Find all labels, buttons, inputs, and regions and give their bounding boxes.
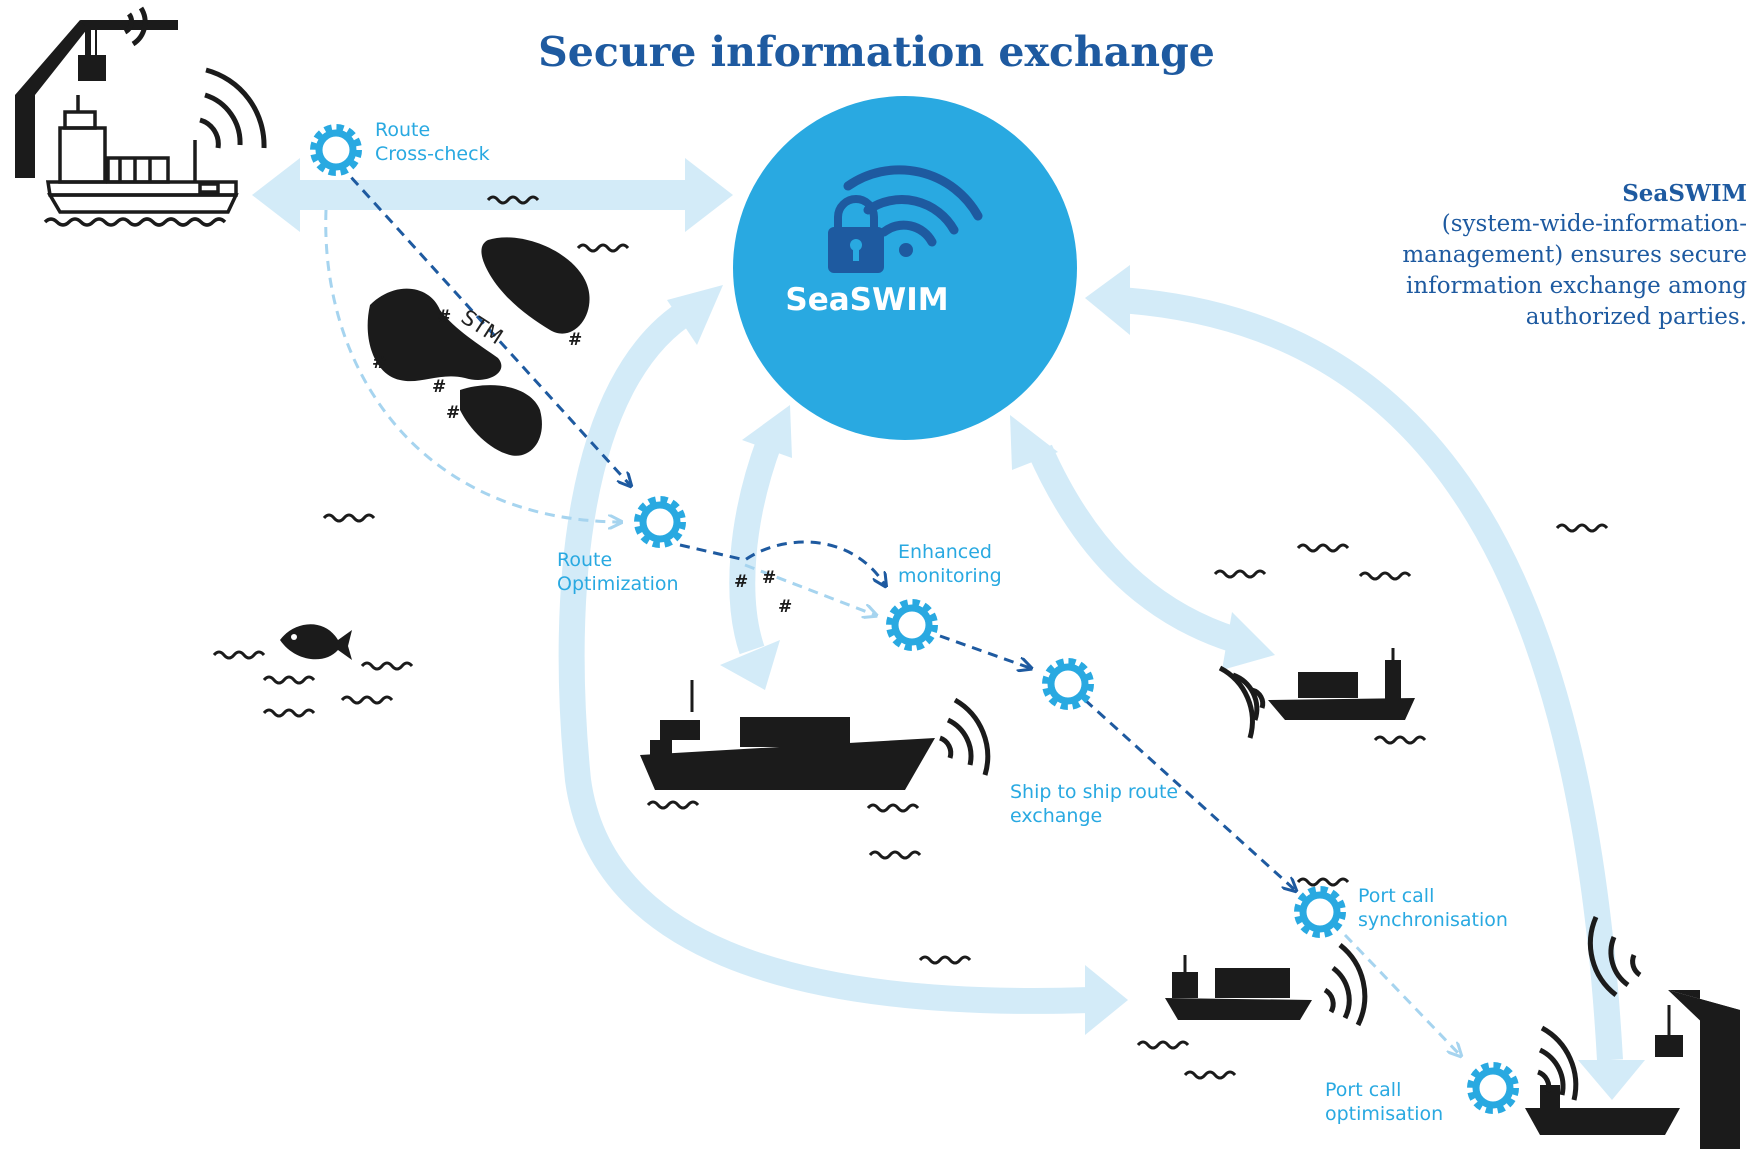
arrow-hub-port <box>1119 287 1623 1061</box>
ship-icon <box>43 95 239 227</box>
note-line: (system-wide-information- <box>1441 211 1747 237</box>
gear-icon <box>892 605 932 645</box>
arrowhead-loop-left-end <box>1085 965 1128 1035</box>
arrowhead-left <box>252 158 300 232</box>
arrow-hub-bigship <box>729 435 783 655</box>
label-line: Port call <box>1358 885 1435 907</box>
signal-icon <box>1323 943 1368 1027</box>
route-dash-light-2 <box>744 563 875 615</box>
label-line: Optimization <box>557 573 679 595</box>
label-line: exchange <box>1010 805 1103 827</box>
route-dash-4 <box>1083 698 1295 890</box>
gear-icon <box>640 502 680 542</box>
svg-text:#: # <box>734 572 748 592</box>
label-line: Port call <box>1325 1079 1402 1101</box>
arrowhead-bigship-bottom <box>720 640 780 690</box>
svg-text:#: # <box>372 353 386 373</box>
label-port-call-sync: Port call synchronisation <box>1358 884 1508 932</box>
svg-text:#: # <box>778 597 792 617</box>
signal-icon <box>123 6 267 149</box>
arrowhead-rightship-top <box>1010 415 1058 470</box>
gear-icon <box>1473 1068 1513 1108</box>
gear-icon <box>1048 664 1088 704</box>
signal-icon <box>1536 915 1642 1101</box>
label-line: monitoring <box>898 565 1002 587</box>
gear-icon <box>1300 892 1340 932</box>
arrowhead-loop-left-top <box>667 285 723 345</box>
signal-icon <box>1218 665 1266 739</box>
label-line: Route <box>557 549 613 571</box>
ship-icon <box>1165 955 1312 1020</box>
ship-icon <box>640 680 935 790</box>
svg-text:#: # <box>568 330 582 350</box>
note-line: information exchange among <box>1406 273 1747 299</box>
route-dash-2 <box>679 540 885 585</box>
route-dash-3 <box>939 634 1030 668</box>
label-route-crosscheck: Route Cross-check <box>375 118 490 166</box>
arrow-hub-loop-left <box>558 298 1091 1014</box>
exchange-arrows <box>252 158 1645 1100</box>
label-enhanced-monitoring: Enhanced monitoring <box>898 540 1002 588</box>
ship-icon <box>1268 648 1415 720</box>
lock-icon <box>828 195 884 273</box>
buoy-markers: ### ## ### <box>372 307 792 617</box>
island-icon <box>367 237 590 456</box>
label-line: Route <box>375 119 431 141</box>
hub-label: SeaSWIM <box>785 282 949 318</box>
arrowhead-rightship-bottom <box>1222 612 1275 670</box>
label-line: synchronisation <box>1358 909 1508 931</box>
page-title: Secure information exchange <box>538 28 1215 76</box>
route-lines <box>324 163 1460 1055</box>
svg-text:#: # <box>446 403 460 423</box>
arrowhead-bigship-top <box>742 405 792 458</box>
seaswim-hub <box>733 96 1077 440</box>
ship-icon <box>1525 1085 1680 1135</box>
crane-icon <box>1655 990 1740 1149</box>
svg-text:#: # <box>762 568 776 588</box>
wifi-icon <box>843 165 983 257</box>
arrowhead-port-bottom <box>1578 1060 1645 1100</box>
signal-icon <box>938 697 991 776</box>
svg-text:#: # <box>437 307 451 327</box>
fish-icon <box>280 624 352 660</box>
label-route-optimization: Route Optimization <box>557 548 679 596</box>
arrow-hub-rightship <box>1028 444 1239 653</box>
note-lead: SeaSWIM <box>1622 180 1747 207</box>
note-line: management) ensures secure <box>1402 242 1747 268</box>
seaswim-note: SeaSWIM (system-wide-information- manage… <box>1367 178 1747 333</box>
label-line: optimisation <box>1325 1103 1444 1125</box>
label-ship-to-ship: Ship to ship route exchange <box>1010 780 1178 828</box>
note-line: authorized parties. <box>1525 304 1747 330</box>
label-line: Cross-check <box>375 143 490 165</box>
label-port-call-opt: Port call optimisation <box>1325 1078 1443 1126</box>
label-line: Ship to ship route <box>1010 781 1179 803</box>
arrowhead-right <box>685 158 733 232</box>
svg-text:#: # <box>432 377 446 397</box>
label-line: Enhanced <box>898 541 992 563</box>
gear-icon <box>316 130 356 170</box>
arrowhead-port-top <box>1085 265 1130 335</box>
route-dash-1 <box>338 163 630 485</box>
route-dash-light-3 <box>1343 933 1460 1055</box>
